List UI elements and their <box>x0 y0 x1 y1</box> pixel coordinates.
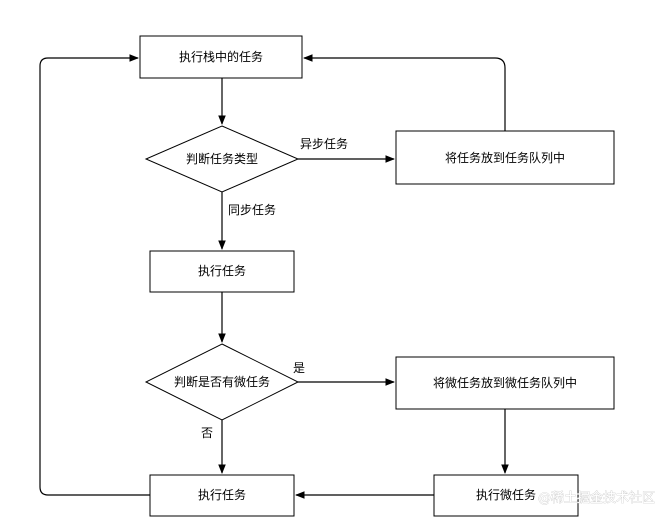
exec-stack-task-node: 执行栈中的任务 <box>139 35 303 79</box>
execute-task-label-2: 执行任务 <box>198 487 246 502</box>
microtask-queue-label: 将微任务放到微任务队列中 <box>433 375 577 390</box>
edge-label-async-task: 异步任务 <box>300 136 348 151</box>
judge-task-type-label: 判断任务类型 <box>186 151 258 166</box>
execute-task-label-1: 执行任务 <box>198 263 246 278</box>
execute-task-node-1: 执行任务 <box>149 250 295 293</box>
judge-microtask-node: 判断是否有微任务 <box>144 343 300 421</box>
edge-task-queue-to-stack <box>303 54 506 131</box>
edge-loop-back-to-stack <box>39 54 150 496</box>
task-queue-node: 将任务放到任务队列中 <box>395 130 615 185</box>
watermark-text: @稀土掘金技术社区 <box>538 490 655 506</box>
edge-label-yes: 是 <box>293 361 305 375</box>
edge-label-sync-task: 同步任务 <box>228 202 276 217</box>
exec-stack-task-label: 执行栈中的任务 <box>179 49 263 64</box>
judge-task-type-node: 判断任务类型 <box>144 125 300 193</box>
task-queue-label: 将任务放到任务队列中 <box>445 150 565 165</box>
judge-microtask-label: 判断是否有微任务 <box>174 374 270 389</box>
execute-microtask-label: 执行微任务 <box>476 487 536 502</box>
execute-task-node-2: 执行任务 <box>149 474 295 517</box>
execute-microtask-node: 执行微任务 <box>433 474 579 517</box>
microtask-queue-node: 将微任务放到微任务队列中 <box>395 356 615 410</box>
edge-label-no: 否 <box>201 426 213 440</box>
